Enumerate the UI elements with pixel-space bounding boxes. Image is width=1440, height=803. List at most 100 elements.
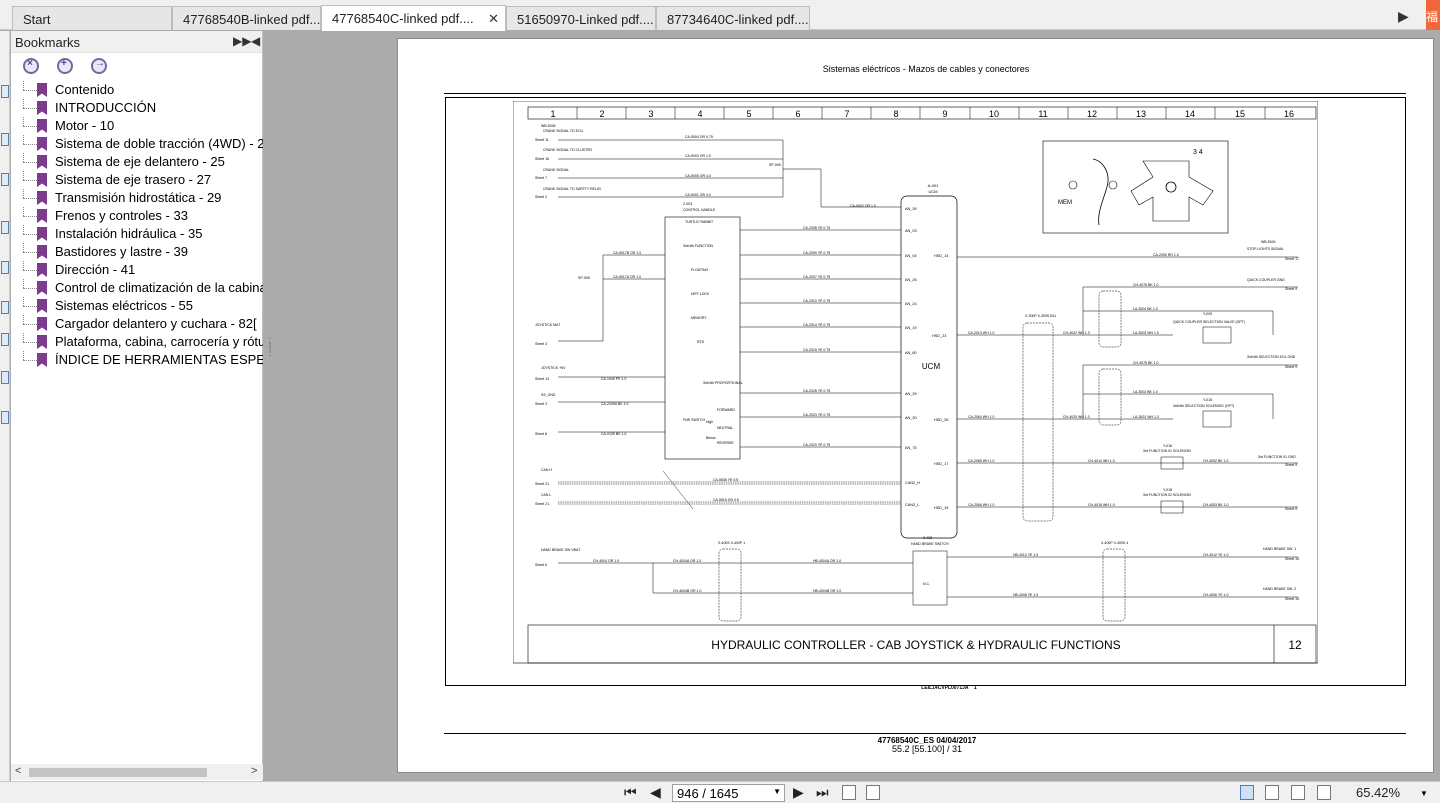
svg-text:CH-4020 WH 1.0: CH-4020 WH 1.0 [1063,415,1090,419]
facing-view-icon[interactable] [1291,785,1305,800]
tab-label: 47768540C-linked pdf.... [332,11,474,26]
bookmark-item[interactable]: Transmisión hidrostática - 29 [11,189,263,207]
svg-text:AN_30: AN_30 [905,416,917,420]
tab-51650970[interactable]: 51650970-Linked pdf.... [506,6,656,30]
bookmark-item[interactable]: Plataforma, cabina, carrocería y rótulos [11,333,263,351]
tab-scroll-right-icon[interactable]: ▶ [1398,8,1409,24]
pages-icon[interactable] [0,83,10,101]
header-rule [444,93,1406,94]
svg-text:WB-5004: WB-5004 [541,124,556,128]
svg-text:Z-003: Z-003 [683,202,692,206]
expand-bookmark-icon[interactable]: → [91,58,107,74]
bookmark-item[interactable]: Dirección - 41 [11,261,263,279]
zoom-level[interactable]: 65.42% [1356,785,1401,800]
svg-text:Sheet 6: Sheet 6 [535,563,547,567]
tab-47768540b[interactable]: 47768540B-linked pdf.... [172,6,321,30]
side-icon-strip [0,31,10,781]
lock-icon[interactable] [0,369,10,387]
svg-text:NEUTRAL: NEUTRAL [717,426,733,430]
svg-text:X-300P X-300S B11: X-300P X-300S B11 [1025,314,1056,318]
bookmark-item[interactable]: Cargador delantero y cuchara - 82[ [11,315,263,333]
corner-badge[interactable]: 福 [1426,0,1440,30]
security-icon[interactable] [0,331,10,349]
comments-icon[interactable] [0,219,10,237]
next-view-icon[interactable] [866,785,880,800]
continuous-facing-view-icon[interactable] [1317,785,1331,800]
svg-text:3rd/4th SELECTION SOL GND: 3rd/4th SELECTION SOL GND [1247,355,1296,359]
chevron-down-icon[interactable]: ▼ [773,787,781,796]
single-page-view-icon[interactable] [1240,785,1254,800]
bookmark-item[interactable]: Bastidores y lastre - 39 [11,243,263,261]
ucm-small-label: UCM [928,189,937,194]
svg-text:CH-4004 OR 1.0: CH-4004 OR 1.0 [593,559,619,563]
scroll-right-icon[interactable]: > [251,765,258,777]
svg-text:Y-015: Y-015 [1203,398,1212,402]
zoom-dropdown-icon[interactable]: ▼ [1420,789,1428,798]
inset-mem: MEM [1058,200,1072,206]
bookmark-ribbon-icon [37,227,47,241]
bookmark-item[interactable]: Contenido [11,81,263,99]
svg-text:CA-2029 YE 0.75: CA-2029 YE 0.75 [803,443,830,447]
search-icon[interactable] [0,409,10,427]
bookmark-item[interactable]: Frenos y controles - 33 [11,207,263,225]
bookmark-item[interactable]: Control de climatización de la cabina - [11,279,263,297]
svg-text:CH-4076 BK 1.0: CH-4076 BK 1.0 [1133,283,1159,287]
bookmark-ribbon-icon [37,119,47,133]
svg-text:CAN2_L: CAN2_L [905,503,919,507]
bookmark-item[interactable]: Sistemas eléctricos - 55 [11,297,263,315]
title-block [527,624,1317,664]
bookmark-item[interactable]: Sistema de eje delantero - 25 [11,153,263,171]
svg-text:CA-2065 WH 1.0: CA-2065 WH 1.0 [968,459,995,463]
bookmark-item[interactable]: ÍNDICE DE HERRAMIENTAS ESPECIAL [11,351,263,369]
footer-page-ref: 55.2 [55.100] / 31 [891,744,963,754]
joystick-inset [1042,140,1229,234]
add-bookmark-icon[interactable]: + [57,58,73,74]
bookmark-item[interactable]: INTRODUCCIÓN [11,99,263,117]
tab-87734640c[interactable]: 87734640C-linked pdf.... [656,6,810,30]
continuous-view-icon[interactable] [1265,785,1279,800]
close-tab-icon[interactable]: ✕ [488,11,499,26]
layers-icon[interactable] [0,171,10,189]
scroll-thumb[interactable] [29,768,207,777]
svg-text:Sheet 9: Sheet 9 [1285,463,1297,467]
panel-splitter[interactable]: ⋮⋮⋮ [265,337,275,358]
svg-text:MEMORY: MEMORY [691,316,707,320]
attachments-icon[interactable] [0,259,10,277]
svg-text:HSD_14: HSD_14 [934,254,948,258]
bookmark-panel-icon[interactable] [0,131,10,149]
svg-text:Sheet 11: Sheet 11 [535,138,549,142]
tab-start[interactable]: Start [12,6,172,30]
svg-text:3rd/4th SELECTION SOLENOID (OP: 3rd/4th SELECTION SOLENOID (OPT) [1173,404,1234,408]
bookmark-ribbon-icon [37,353,47,367]
svg-text:JOYSTICK MAT: JOYSTICK MAT [535,323,561,327]
scroll-left-icon[interactable]: < [15,765,22,777]
expand-panel-icon[interactable]: ▶▶ [233,34,252,48]
bookmark-item[interactable]: Sistema de doble tracción (4WD) - 23 [11,135,263,153]
bookmark-label: Cargador delantero y cuchara - 82[ [55,316,257,331]
bookmark-label: Transmisión hidrostática - 29 [55,190,222,205]
bookmark-item[interactable]: Sistema de eje trasero - 27 [11,171,263,189]
ucm-label: UCM [922,362,941,371]
bookmark-item[interactable]: Instalación hidráulica - 35 [11,225,263,243]
delete-bookmark-icon[interactable]: × [23,58,39,74]
bookmark-ribbon-icon [37,155,47,169]
collapse-panel-icon[interactable]: ◀ [251,34,261,48]
first-page-button[interactable]: ⏮ [624,784,637,800]
svg-text:Sheet 13: Sheet 13 [535,377,549,381]
next-page-button[interactable]: ▶ [793,784,804,800]
last-page-button[interactable]: ⏭ [816,784,829,800]
svg-text:HSD_17: HSD_17 [934,462,948,466]
bookmarks-hscrollbar[interactable]: < > [11,764,263,780]
tab-47768540c[interactable]: 47768540C-linked pdf.... ✕ [321,5,506,31]
svg-text:CA-2015 YE 0.75: CA-2015 YE 0.75 [803,348,830,352]
page-number-input[interactable]: 946 / 1645 ▼ [672,784,785,802]
previous-page-button[interactable]: ◀ [650,784,661,800]
column-number: 5 [746,109,751,119]
previous-view-icon[interactable] [842,785,856,800]
signatures-icon[interactable] [0,299,10,317]
column-number: 3 [648,109,653,119]
bookmark-item[interactable]: Motor - 10 [11,117,263,135]
page-number-value: 946 / 1645 [677,786,739,801]
column-number: 14 [1185,109,1195,119]
bookmark-label: Plataforma, cabina, carrocería y rótulos [55,334,263,349]
